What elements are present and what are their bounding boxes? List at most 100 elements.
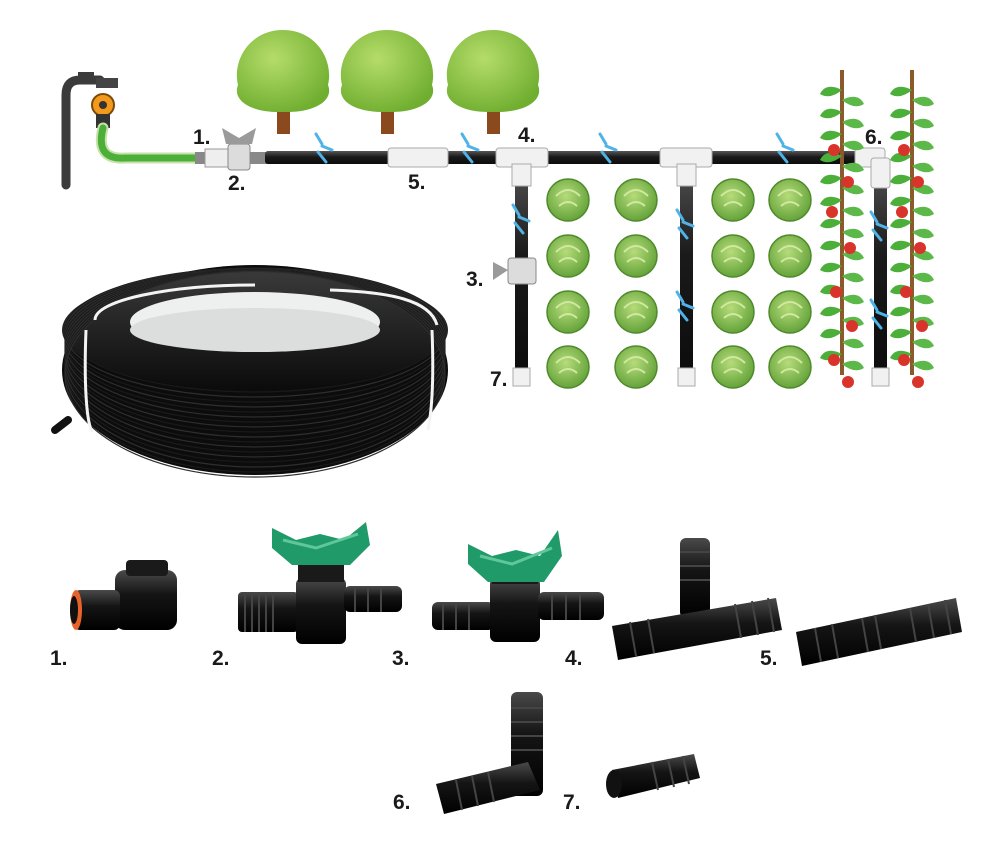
leaf-icon xyxy=(820,196,842,207)
leaf-icon xyxy=(842,162,864,173)
tee-connector-icon xyxy=(612,538,782,660)
diagram-label-1: 1. xyxy=(193,126,211,149)
water-drops-icon xyxy=(314,132,889,330)
leaf-icon xyxy=(912,162,934,173)
diagram-label-6: 6. xyxy=(865,126,883,149)
leaf-icon xyxy=(890,196,912,207)
part-label-7: 7. xyxy=(563,791,581,814)
leaf-icon xyxy=(820,174,842,185)
leaf-icon xyxy=(890,130,912,141)
branch-valve-icon xyxy=(493,257,537,285)
leaf-icon xyxy=(912,140,934,151)
tomato-icon xyxy=(898,144,910,156)
faucet-icon xyxy=(61,72,118,190)
lettuce-icon xyxy=(768,178,812,222)
tomato-icon xyxy=(844,242,856,254)
tomato-icon xyxy=(842,176,854,188)
part-label-3: 3. xyxy=(392,647,410,670)
lettuce-icon xyxy=(546,345,590,389)
leaf-icon xyxy=(890,262,912,273)
tree-icon xyxy=(340,30,434,134)
tomato-icon xyxy=(828,354,840,366)
tree-icon xyxy=(446,30,540,134)
threaded-ball-valve-icon xyxy=(238,522,402,644)
drip-tube-coil xyxy=(51,265,448,478)
lettuce-icon xyxy=(614,234,658,278)
diagram-label-4: 4. xyxy=(518,124,536,147)
lettuce-icon xyxy=(614,290,658,334)
coil-winding xyxy=(64,270,446,478)
leaf-icon xyxy=(890,240,912,251)
part-label-4: 4. xyxy=(565,647,583,670)
leaf-icon xyxy=(820,130,842,141)
lettuce-icon xyxy=(546,234,590,278)
leaf-icon xyxy=(842,118,864,129)
tomato-icon xyxy=(914,242,926,254)
lettuce-icon xyxy=(711,178,755,222)
diagram-label-7: 7. xyxy=(490,368,508,391)
hose-quick-connector-icon xyxy=(70,560,177,630)
leaf-icon xyxy=(842,272,864,283)
leaf-icon xyxy=(820,218,842,229)
part-label-5: 5. xyxy=(760,647,778,670)
diagram-label-2: 2. xyxy=(228,172,246,195)
tomato-icon xyxy=(846,320,858,332)
leaf-icon xyxy=(912,118,934,129)
part-label-1: 1. xyxy=(50,647,68,670)
leaf-icon xyxy=(820,86,842,97)
lettuce-icon xyxy=(768,345,812,389)
straight-coupler-icon xyxy=(796,598,962,666)
leaf-icon xyxy=(842,360,864,371)
lettuce-icon xyxy=(546,178,590,222)
lettuce-icon xyxy=(614,178,658,222)
tomato-icon xyxy=(900,286,912,298)
leaf-icon xyxy=(890,108,912,119)
end-plug-icon xyxy=(606,754,700,798)
leaf-icon xyxy=(912,272,934,283)
tomato-icon xyxy=(842,376,854,388)
tomato-icon xyxy=(912,376,924,388)
leaf-icon xyxy=(842,140,864,151)
lettuce-icon xyxy=(768,290,812,334)
leaf-icon xyxy=(912,96,934,107)
part-label-2: 2. xyxy=(212,647,230,670)
leaf-icon xyxy=(912,228,934,239)
leaf-icon xyxy=(842,228,864,239)
main-valve-icon xyxy=(204,128,256,171)
lettuce-icon xyxy=(768,234,812,278)
lettuce-icon xyxy=(546,290,590,334)
leaf-icon xyxy=(820,240,842,251)
leaf-icon xyxy=(842,96,864,107)
tomato-plants xyxy=(820,70,934,388)
tomato-icon xyxy=(830,286,842,298)
lettuce-icon xyxy=(614,345,658,389)
tomato-icon xyxy=(828,144,840,156)
lettuce-field xyxy=(546,178,812,389)
leaf-icon xyxy=(820,328,842,339)
part-label-6: 6. xyxy=(393,791,411,814)
leaf-icon xyxy=(820,108,842,119)
leaf-icon xyxy=(842,294,864,305)
tomato-icon xyxy=(898,354,910,366)
tree-icon xyxy=(236,30,330,134)
lettuce-icon xyxy=(711,234,755,278)
leaf-icon xyxy=(912,360,934,371)
leaf-icon xyxy=(842,338,864,349)
leaf-icon xyxy=(890,306,912,317)
barbed-ball-valve-icon xyxy=(432,530,604,642)
tomato-icon xyxy=(916,320,928,332)
diagram-label-3: 3. xyxy=(466,268,484,291)
elbow-connector-icon xyxy=(436,692,543,814)
diagram-label-5: 5. xyxy=(408,171,426,194)
tomato-icon xyxy=(826,206,838,218)
tomato-icon xyxy=(896,206,908,218)
leaf-icon xyxy=(820,262,842,273)
leaf-icon xyxy=(912,294,934,305)
lettuce-icon xyxy=(711,345,755,389)
leaf-icon xyxy=(890,174,912,185)
leaf-icon xyxy=(842,206,864,217)
trees-group xyxy=(236,30,540,134)
leaf-icon xyxy=(890,328,912,339)
leaf-icon xyxy=(890,218,912,229)
leaf-icon xyxy=(912,206,934,217)
